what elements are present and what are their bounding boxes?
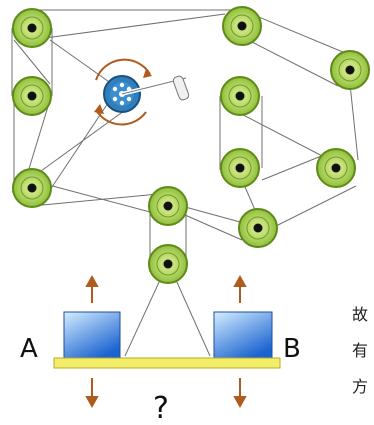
side-text-line-1: 故 (352, 305, 368, 324)
arrow-up-icon (85, 274, 99, 303)
pulley-wheel-icon (316, 148, 356, 188)
arrow-down-icon (233, 378, 247, 409)
side-text-line-3: 方 (352, 377, 368, 396)
side-text: 故 有 方 (352, 305, 368, 396)
hand-crank-icon (94, 58, 190, 126)
pulley-wheel-icon (220, 76, 260, 116)
arrow-up-icon (233, 274, 247, 303)
question-mark: ? (153, 391, 169, 425)
pulley-wheel-icon (222, 6, 262, 46)
pulley-wheel-icon (330, 50, 370, 90)
arrow-down-icon (85, 378, 99, 409)
pulley-wheel-icon (12, 8, 52, 48)
pulley-wheel-icon (12, 76, 52, 116)
label-block-b: B (283, 334, 301, 364)
pulley-wheel-icon (12, 168, 52, 208)
pulley-wheel-icon (238, 208, 278, 248)
block-b (213, 311, 273, 361)
pulley-wheel-icon (148, 186, 188, 226)
plank (53, 357, 281, 369)
block-a (63, 311, 121, 361)
direction-arrows (85, 274, 247, 409)
pulley-wheel-icon (148, 244, 188, 284)
label-block-a: A (20, 334, 38, 364)
rope-network (11, 9, 359, 357)
side-text-line-2: 有 (352, 341, 368, 360)
pulley-wheels (12, 6, 370, 284)
pulley-wheel-icon (220, 148, 260, 188)
